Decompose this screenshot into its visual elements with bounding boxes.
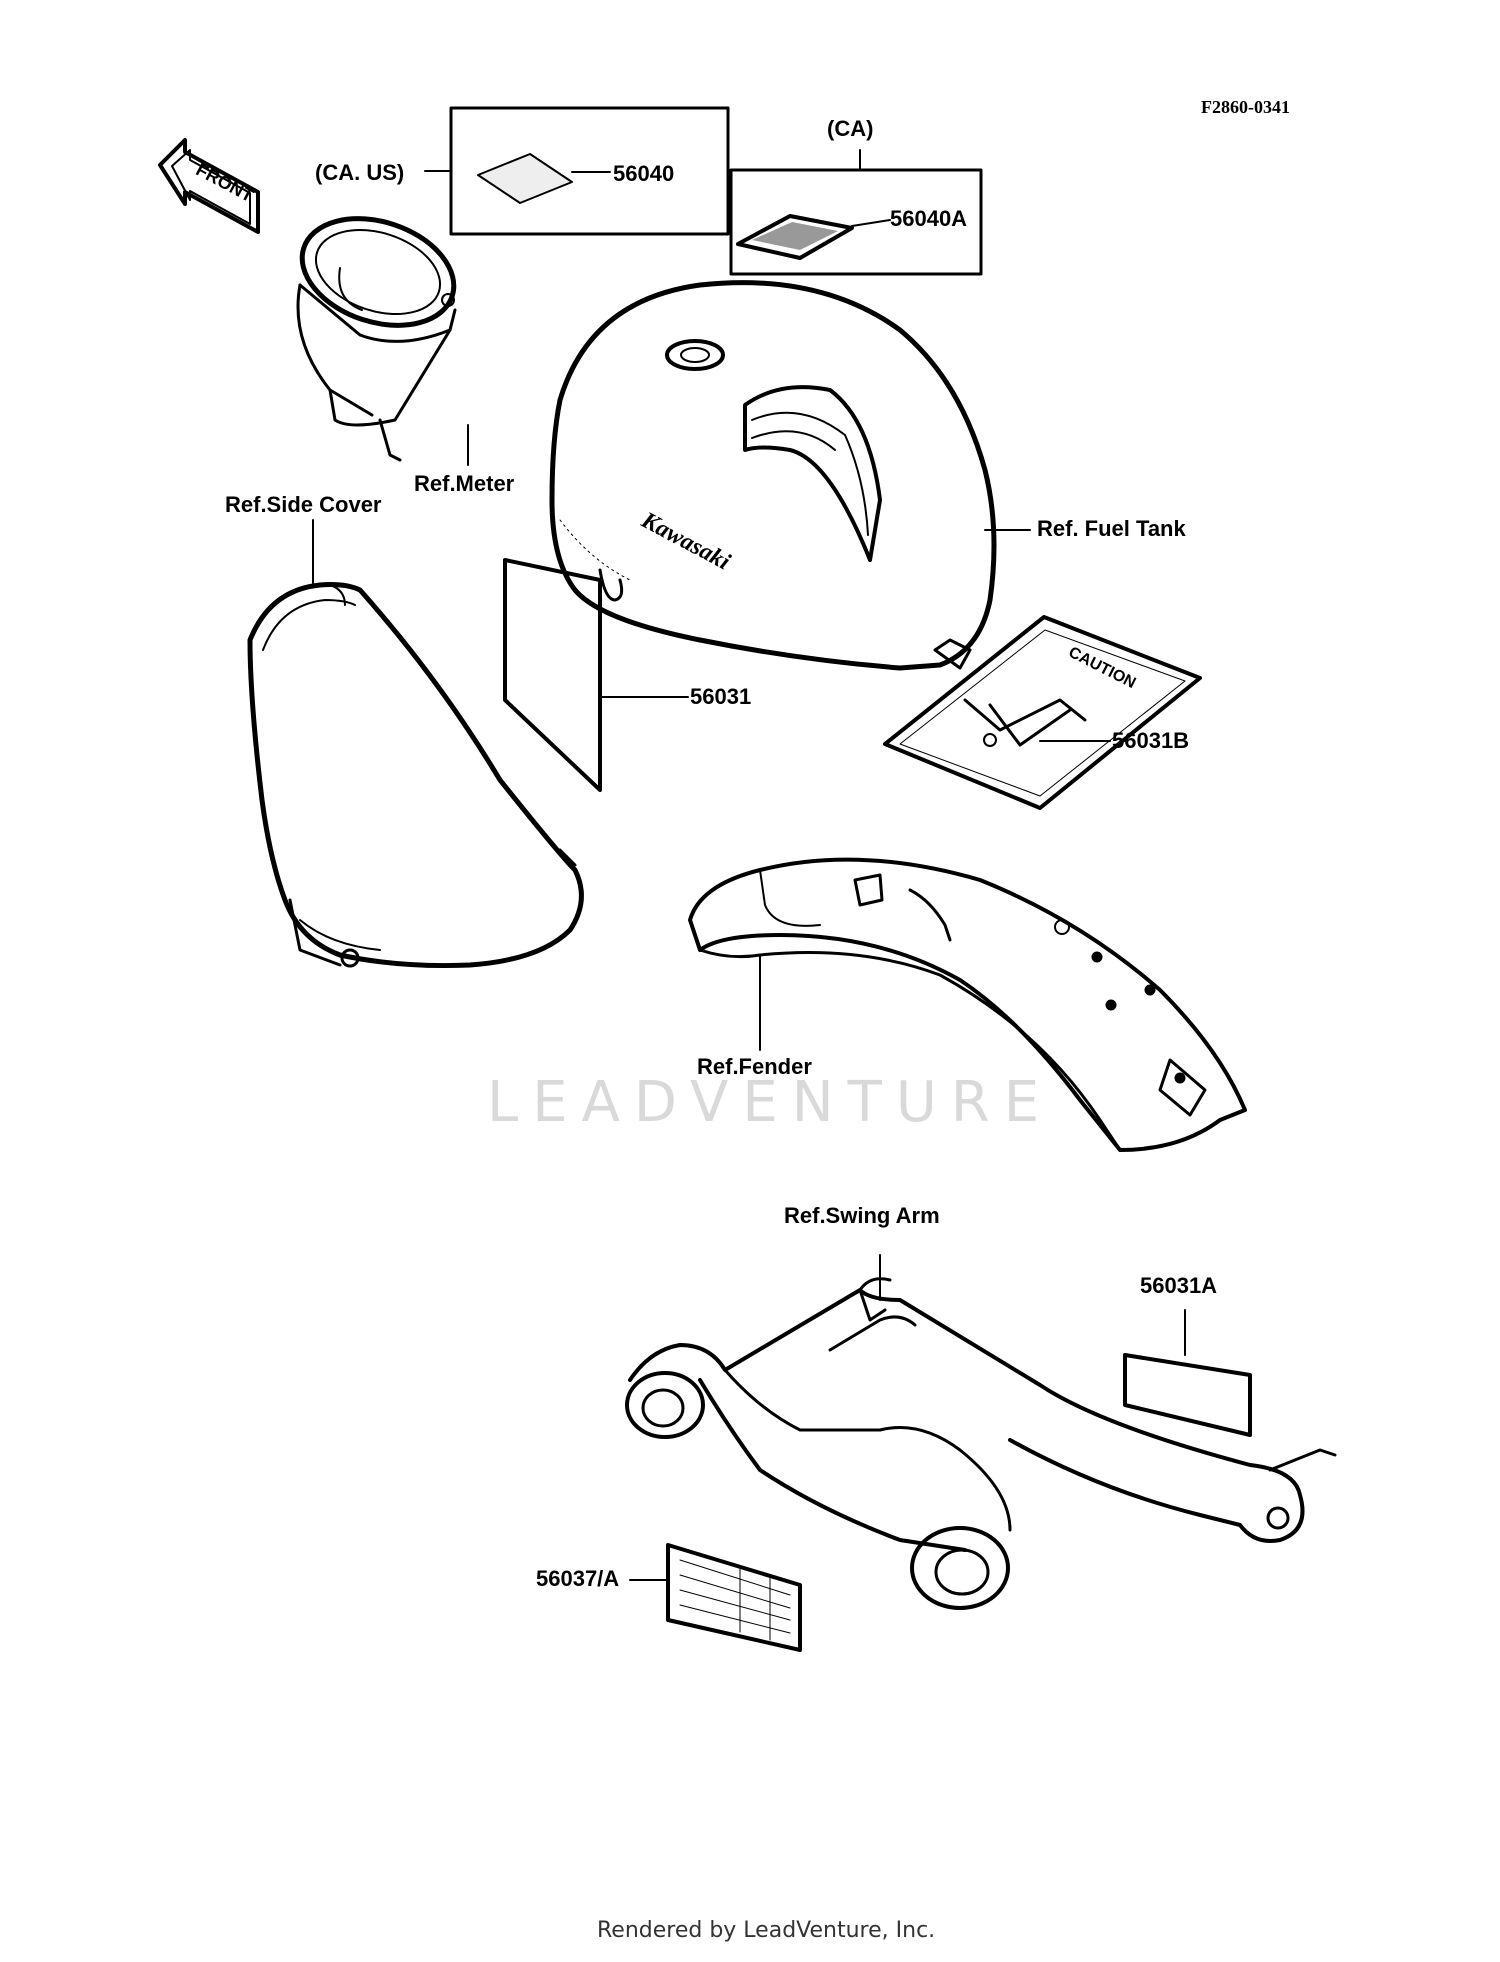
part-56040-label: 56040 <box>613 161 675 186</box>
watermark: LEADVENTURE <box>487 1070 1054 1135</box>
fender-part <box>688 857 1247 1152</box>
front-arrow-icon: FRONT <box>158 138 260 234</box>
label-56040-box <box>424 106 730 236</box>
ref-side-cover-label: Ref.Side Cover <box>225 492 382 517</box>
swing-arm-part <box>625 1254 1337 1610</box>
label-56031-part <box>503 558 689 792</box>
ref-fuel-tank-label: Ref. Fuel Tank <box>1037 516 1186 541</box>
region-ca-us-label: (CA. US) <box>315 160 405 185</box>
part-56031b-label: 56031B <box>1112 728 1190 753</box>
figure-code: F2860-0341 <box>1201 97 1290 117</box>
ref-meter-label: Ref.Meter <box>414 471 515 496</box>
meter-part <box>296 216 469 466</box>
label-56031a-part <box>1123 1309 1252 1437</box>
part-56031a-label: 56031A <box>1140 1273 1218 1298</box>
part-56037a-label: 56037/A <box>536 1566 620 1591</box>
side-cover-part <box>247 519 584 969</box>
region-ca-label: (CA) <box>827 116 874 141</box>
label-56031b-part: CAUTION <box>883 615 1202 810</box>
ref-swing-arm-label: Ref.Swing Arm <box>784 1203 940 1228</box>
part-56031-label: 56031 <box>690 684 752 709</box>
label-56040a-box <box>729 149 983 276</box>
label-56037a-part <box>629 1543 802 1652</box>
part-56040a-label: 56040A <box>890 206 968 231</box>
footer-credit: Rendered by LeadVenture, Inc. <box>597 1918 936 1943</box>
ref-fender-label: Ref.Fender <box>697 1054 812 1079</box>
tank-brand-text: Kawasaki <box>636 507 734 576</box>
fuel-tank-part: Kawasaki <box>549 280 1031 671</box>
